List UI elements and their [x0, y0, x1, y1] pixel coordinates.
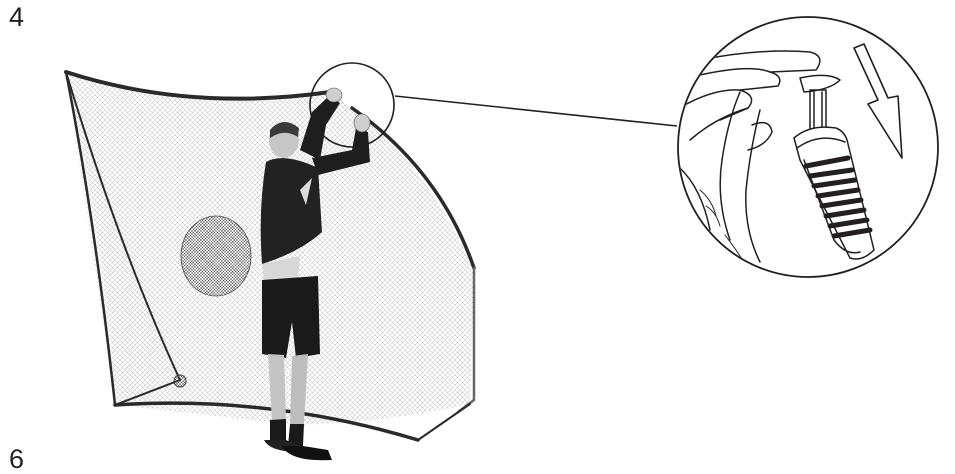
callout-line [395, 96, 677, 126]
detail-zoom-circle [670, 17, 938, 277]
target-circle [181, 216, 251, 296]
corner-connector [174, 375, 186, 387]
